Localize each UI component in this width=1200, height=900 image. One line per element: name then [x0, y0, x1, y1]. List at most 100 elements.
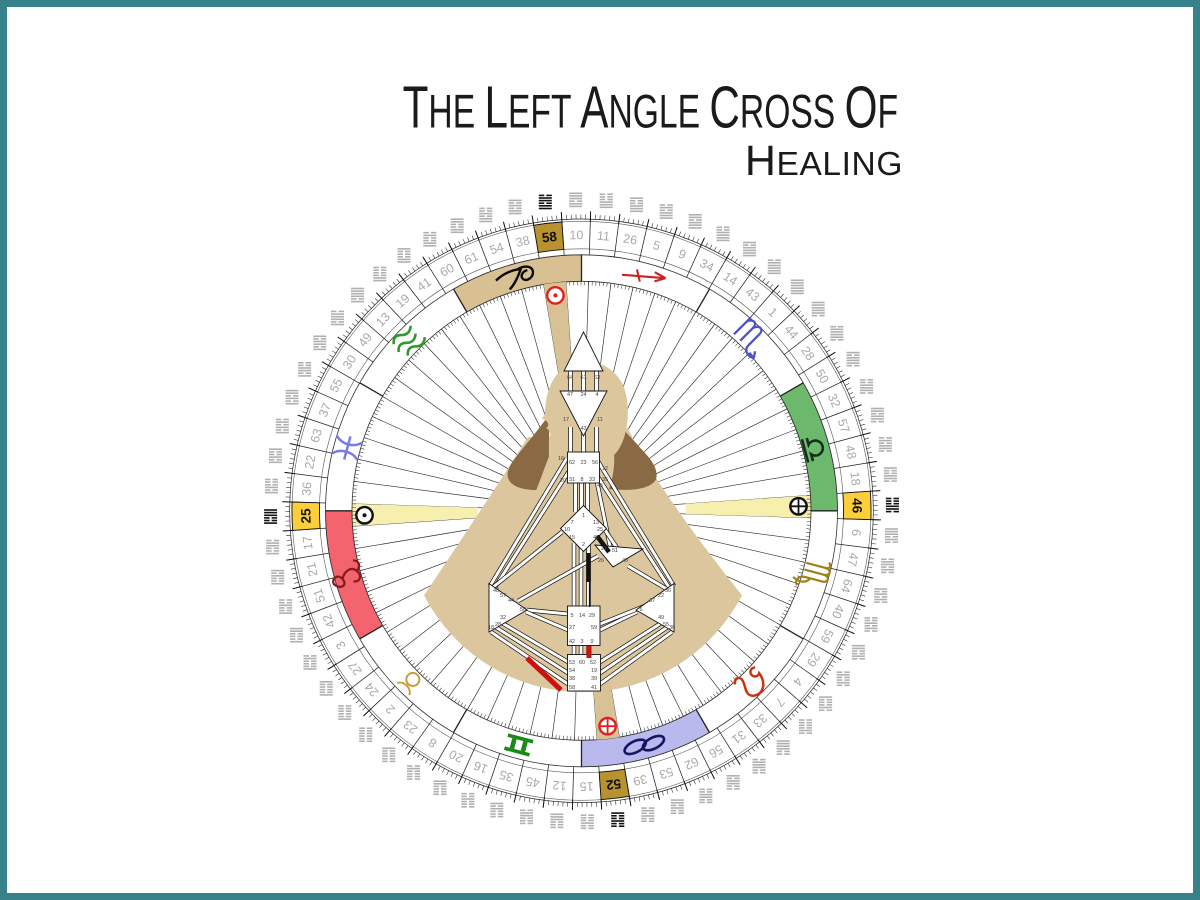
svg-text:17: 17: [563, 417, 569, 423]
svg-text:48: 48: [493, 588, 499, 594]
svg-text:13: 13: [593, 520, 599, 526]
svg-text:44: 44: [508, 598, 514, 604]
svg-text:52: 52: [590, 660, 596, 666]
svg-text:9: 9: [590, 639, 593, 645]
svg-text:57: 57: [500, 593, 506, 599]
svg-text:38: 38: [569, 676, 575, 682]
svg-text:24: 24: [580, 392, 586, 398]
svg-text:38: 38: [515, 233, 532, 250]
svg-text:17: 17: [300, 535, 316, 550]
svg-text:24: 24: [362, 680, 382, 700]
svg-text:33: 33: [589, 477, 595, 483]
svg-text:55: 55: [327, 376, 346, 395]
svg-text:21: 21: [304, 561, 321, 578]
svg-text:36: 36: [299, 481, 314, 496]
svg-text:42: 42: [320, 612, 338, 630]
svg-text:64: 64: [567, 375, 573, 381]
svg-text:26: 26: [622, 231, 638, 247]
svg-text:31: 31: [729, 727, 748, 746]
svg-text:52: 52: [605, 776, 622, 793]
svg-text:1: 1: [765, 305, 780, 320]
svg-text:3: 3: [333, 639, 349, 652]
svg-text:42: 42: [569, 639, 575, 645]
svg-text:60: 60: [438, 261, 457, 280]
svg-text:59: 59: [817, 627, 836, 646]
svg-text:58: 58: [541, 229, 558, 246]
svg-text:21: 21: [601, 546, 607, 552]
svg-text:22: 22: [302, 454, 318, 470]
svg-text:37: 37: [649, 598, 655, 604]
svg-text:8: 8: [580, 477, 583, 483]
svg-text:63: 63: [594, 375, 600, 381]
svg-text:25: 25: [298, 508, 313, 524]
svg-text:2: 2: [582, 542, 585, 548]
svg-text:64: 64: [838, 577, 855, 594]
svg-text:30: 30: [669, 625, 675, 631]
svg-text:41: 41: [591, 685, 597, 691]
svg-text:32: 32: [500, 615, 506, 621]
svg-text:41: 41: [414, 275, 433, 294]
svg-text:4: 4: [595, 392, 598, 398]
svg-text:29: 29: [589, 613, 595, 619]
svg-text:36: 36: [665, 588, 671, 594]
svg-text:56: 56: [706, 742, 725, 761]
svg-text:26: 26: [598, 558, 604, 564]
svg-text:43: 43: [580, 426, 586, 432]
svg-text:62: 62: [569, 460, 575, 466]
svg-text:49: 49: [355, 330, 375, 350]
svg-text:32: 32: [825, 392, 843, 410]
svg-text:51: 51: [612, 548, 618, 554]
svg-text:35: 35: [602, 477, 608, 483]
svg-text:12: 12: [602, 466, 608, 472]
svg-text:23: 23: [580, 460, 586, 466]
svg-text:37: 37: [316, 401, 334, 419]
svg-text:33: 33: [750, 711, 770, 731]
svg-text:56: 56: [592, 460, 598, 466]
svg-text:53: 53: [657, 764, 675, 782]
svg-text:54: 54: [488, 240, 506, 258]
svg-text:48: 48: [842, 444, 859, 461]
svg-text:12: 12: [552, 778, 567, 793]
svg-text:31: 31: [569, 477, 575, 483]
svg-text:59: 59: [591, 625, 597, 631]
svg-text:55: 55: [663, 622, 669, 628]
svg-text:43: 43: [743, 285, 763, 305]
svg-text:7: 7: [772, 695, 787, 710]
svg-text:39: 39: [632, 772, 649, 789]
svg-text:20: 20: [447, 747, 466, 766]
svg-text:62: 62: [682, 754, 700, 772]
svg-text:11: 11: [596, 229, 610, 244]
svg-text:27: 27: [569, 625, 575, 631]
svg-text:14: 14: [579, 613, 585, 619]
svg-text:16: 16: [558, 456, 564, 462]
svg-text:2: 2: [383, 702, 398, 717]
svg-text:11: 11: [597, 417, 603, 423]
svg-text:45: 45: [597, 483, 603, 489]
svg-text:6: 6: [639, 607, 642, 613]
svg-text:25: 25: [597, 527, 603, 533]
svg-text:19: 19: [591, 668, 597, 674]
svg-text:5: 5: [570, 613, 573, 619]
svg-text:16: 16: [472, 758, 490, 776]
svg-text:61: 61: [580, 375, 586, 381]
svg-text:47: 47: [567, 392, 573, 398]
svg-text:53: 53: [569, 660, 575, 666]
svg-text:15: 15: [579, 779, 593, 793]
svg-text:40: 40: [622, 558, 628, 564]
svg-text:51: 51: [311, 587, 329, 605]
svg-text:9: 9: [676, 247, 688, 263]
svg-text:4: 4: [790, 675, 805, 689]
svg-text:1: 1: [582, 513, 585, 519]
svg-text:60: 60: [579, 660, 585, 666]
svg-text:13: 13: [373, 310, 393, 330]
svg-text:46: 46: [593, 535, 599, 541]
svg-text:28: 28: [798, 344, 817, 363]
svg-text:63: 63: [308, 427, 325, 444]
svg-text:58: 58: [569, 685, 575, 691]
svg-text:8: 8: [426, 735, 439, 751]
svg-text:30: 30: [340, 352, 359, 371]
svg-text:49: 49: [658, 615, 664, 621]
svg-text:44: 44: [781, 322, 801, 342]
svg-text:18: 18: [847, 471, 863, 486]
svg-text:10: 10: [564, 527, 570, 533]
